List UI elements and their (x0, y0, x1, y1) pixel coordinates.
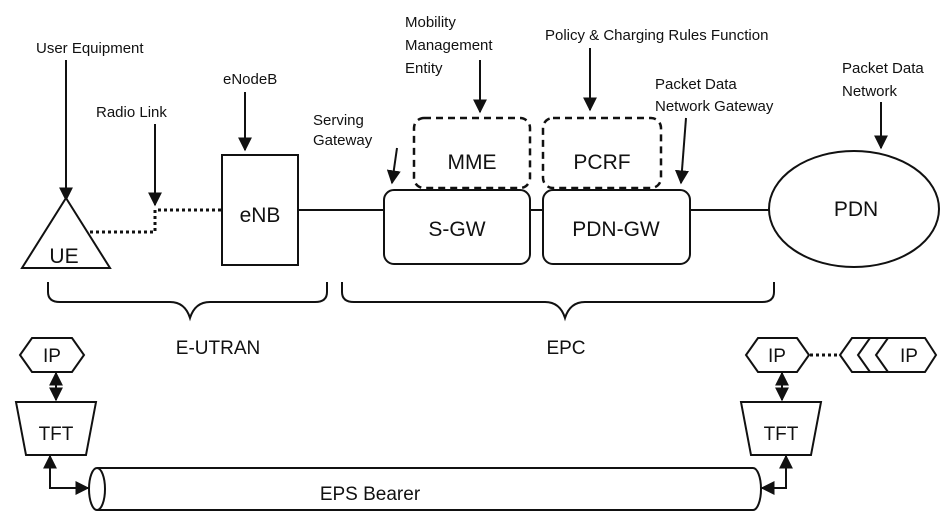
user-equipment-annotation: User Equipment (36, 40, 144, 57)
ue-label: UE (49, 245, 78, 268)
serving-gateway-annotation-line1: Serving (313, 112, 364, 129)
mme-annotation-line2: Management (405, 37, 493, 54)
pdn-ellipse (768, 150, 940, 268)
eps-bearer-pipe (97, 467, 762, 511)
enb-label: eNB (240, 204, 281, 227)
sgw-label: S-GW (428, 218, 485, 241)
ip-far-right-label: IP (900, 346, 918, 367)
eutran-brace (47, 282, 328, 322)
pdngw-label: PDN-GW (572, 218, 660, 241)
eps-bearer-pipe-end (88, 467, 106, 511)
tft-right-label: TFT (764, 424, 799, 445)
ip-hexagon-far-right (874, 337, 938, 373)
ip-left-label: IP (43, 346, 61, 367)
pcrf-label: PCRF (573, 151, 630, 174)
mme-dashed-box (412, 116, 532, 190)
pdngw-pointer-arrow (674, 117, 689, 185)
sgw-pointer-arrow (386, 147, 401, 185)
epc-label: EPC (546, 338, 585, 359)
pdn-label: PDN (834, 198, 878, 221)
pdn-annotation-line2: Network (842, 83, 898, 100)
pcrf-dashed-box (541, 116, 663, 190)
pdngw-box (542, 189, 691, 265)
ip-right-label: IP (768, 346, 786, 367)
eutran-label: E-UTRAN (176, 338, 260, 359)
eps-bearer-label: EPS Bearer (320, 484, 421, 505)
epc-brace (341, 282, 775, 322)
mme-label: MME (448, 151, 497, 174)
mme-annotation-line1: Mobility (405, 14, 456, 31)
tft-left-label: TFT (39, 424, 74, 445)
tft-bearer-link-left (43, 454, 90, 495)
tft-bearer-link-right (760, 454, 793, 495)
pdn-gateway-annotation-line2: Network Gateway (655, 98, 774, 115)
radio-link-annotation: Radio Link (96, 104, 167, 121)
enodeb-annotation: eNodeB (223, 71, 277, 88)
radio-link-dotted-line (90, 208, 222, 234)
pdn-gateway-annotation-line1: Packet Data (655, 76, 737, 93)
ip-hexagon-left (18, 337, 86, 373)
enb-box (221, 154, 299, 266)
serving-gateway-annotation-line2: Gateway (313, 132, 373, 149)
tft-trapezoid-right (739, 401, 823, 456)
pcrf-annotation: Policy & Charging Rules Function (545, 27, 768, 44)
ue-triangle (20, 196, 112, 269)
pdn-annotation-line1: Packet Data (842, 60, 924, 77)
ip-hexagon-right (744, 337, 811, 373)
sgw-box (383, 189, 531, 265)
mme-annotation-line3: Entity (405, 60, 443, 77)
